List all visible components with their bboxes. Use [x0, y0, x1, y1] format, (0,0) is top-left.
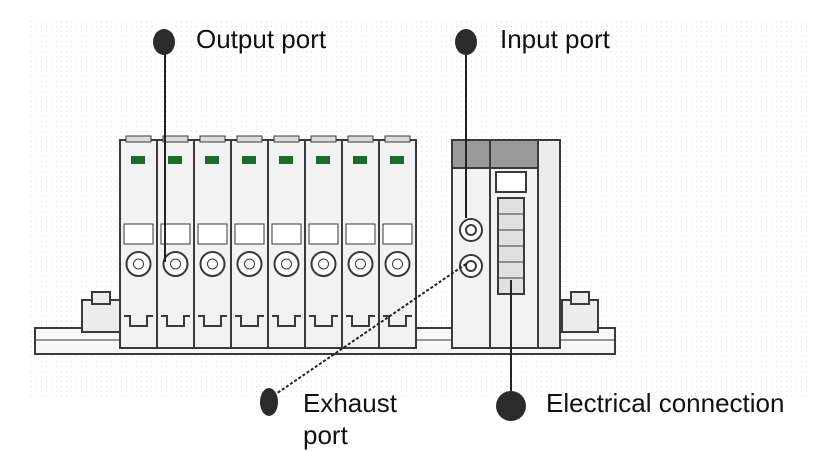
output-port-label: Output port: [196, 24, 327, 54]
valve-module: [230, 135, 269, 349]
output-port-fitting: [273, 251, 300, 277]
indicator-led: [390, 156, 404, 164]
output-port-fitting: [162, 251, 189, 277]
left-end-bracket: [81, 291, 121, 333]
valve-module: [119, 135, 158, 349]
electrical-connector-block: [489, 139, 561, 349]
output-port-fitting: [384, 251, 411, 277]
exhaust-port-fitting: [459, 254, 483, 278]
output-port-fitting: [310, 251, 337, 277]
output-port-fitting: [199, 251, 226, 277]
electrical-connection-label: Electrical connection: [546, 388, 785, 418]
indicator-led: [316, 156, 330, 164]
exhaust-port-marker: [260, 388, 278, 416]
leader-lines: [164, 42, 512, 402]
output-port-marker: [153, 29, 175, 55]
input-port-marker: [455, 29, 477, 55]
valve-module: [378, 135, 417, 349]
electrical-connection-marker: [496, 391, 526, 421]
indicator-led: [353, 156, 367, 164]
right-end-bracket: [561, 291, 599, 333]
indicator-led: [131, 156, 145, 164]
valve-module: [304, 135, 343, 349]
output-port-fitting: [236, 251, 263, 277]
supply-exhaust-block: [451, 139, 491, 349]
valve-modules: [119, 135, 417, 349]
output-port-fitting: [347, 251, 374, 277]
valve-module: [156, 135, 195, 349]
valve-module: [341, 135, 380, 349]
valve-module: [193, 135, 232, 349]
indicator-led: [168, 156, 182, 164]
exhaust-port-label-line2: port: [303, 420, 348, 450]
indicator-led: [242, 156, 256, 164]
valve-module: [267, 135, 306, 349]
input-port-label: Input port: [500, 24, 610, 54]
output-port-fitting: [125, 251, 152, 277]
indicator-led: [205, 156, 219, 164]
exhaust-port-label-line1: Exhaust: [303, 388, 397, 418]
input-port-fitting: [459, 218, 483, 242]
exhaust-port-leader: [269, 263, 467, 399]
indicator-led: [279, 156, 293, 164]
